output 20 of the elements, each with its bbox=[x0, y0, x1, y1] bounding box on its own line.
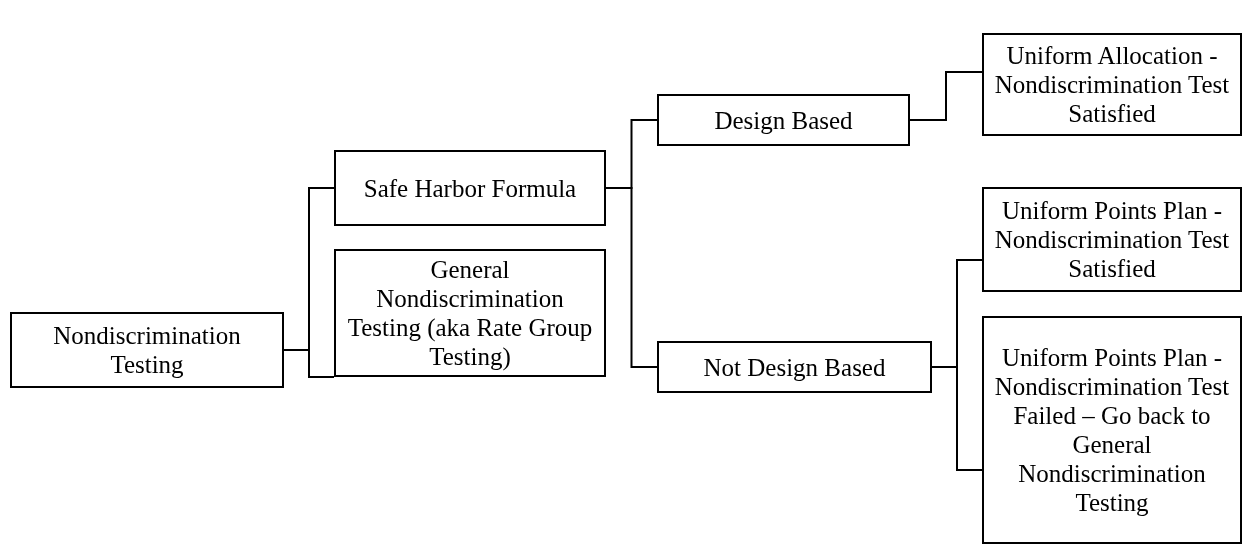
connector-line bbox=[605, 187, 658, 368]
box-label: Safe Harbor Formula bbox=[363, 173, 577, 203]
box-label: Uniform Allocation - Nondiscrimination Test Satisfied bbox=[993, 41, 1231, 128]
process-box bbox=[10, 312, 284, 388]
process-box bbox=[982, 33, 1242, 136]
process-box bbox=[982, 316, 1242, 544]
box-label: Uniform Points Plan - Nondiscrimination Test Satisfied bbox=[993, 196, 1231, 283]
process-box bbox=[334, 249, 606, 377]
box-label: Design Based bbox=[714, 105, 853, 135]
box-label: General Nondiscrimination Testing (aka Rate Group Testing) bbox=[346, 255, 594, 371]
box-label: Not Design Based bbox=[703, 352, 886, 382]
connector-line bbox=[283, 349, 335, 378]
box-label: Nondiscrimination Testing bbox=[52, 321, 242, 379]
connector-line bbox=[909, 71, 983, 121]
process-box bbox=[334, 150, 606, 226]
box-label: Uniform Points Plan - Nondiscrimination Test Failed – Go back to General Nondiscrimination Testing bbox=[993, 343, 1231, 517]
process-box bbox=[657, 94, 910, 146]
process-box bbox=[657, 341, 932, 393]
process-box bbox=[982, 187, 1242, 292]
connector-line bbox=[931, 366, 983, 471]
